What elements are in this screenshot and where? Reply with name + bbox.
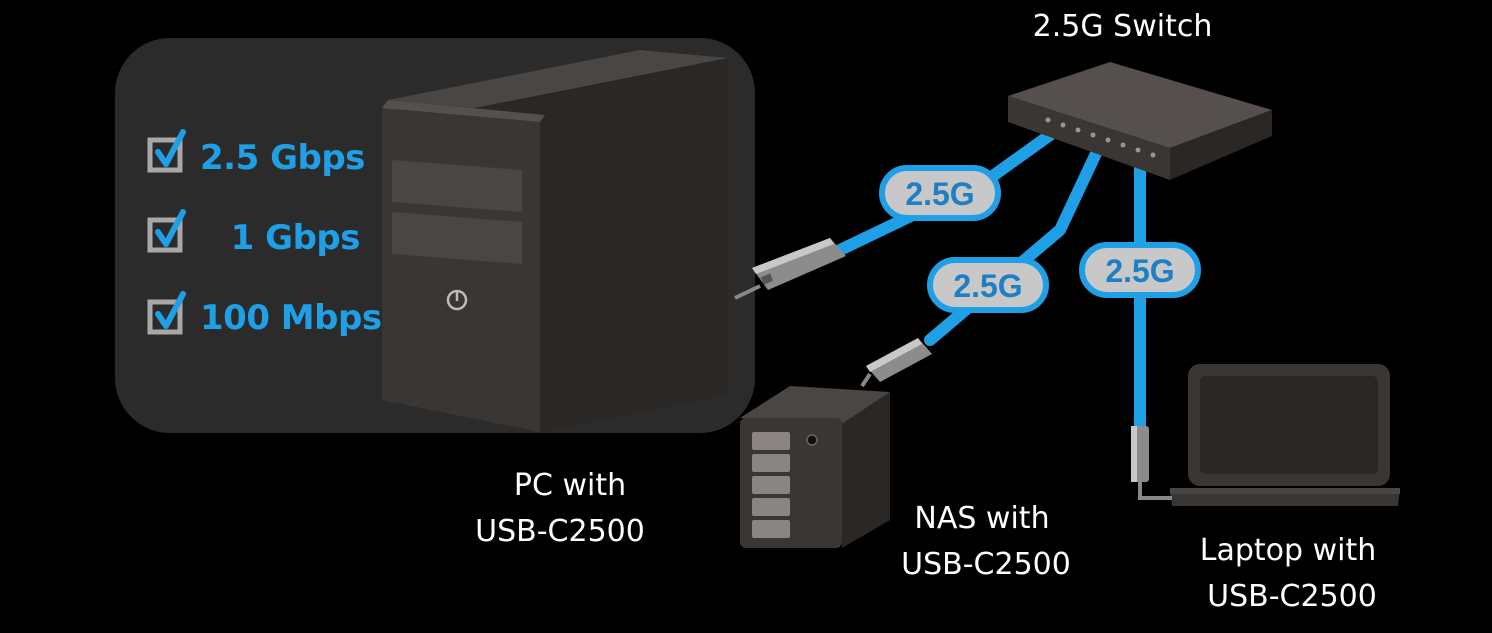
usb-adapter-icon — [1131, 426, 1172, 500]
nas-device — [740, 386, 890, 548]
link-badge-label: 2.5G — [1105, 253, 1174, 289]
link-badge-laptop: 2.5G — [1079, 242, 1201, 298]
link-badge-pc: 2.5G — [879, 165, 1001, 221]
nas-label-line1: NAS with — [914, 501, 1050, 536]
switch-title: 2.5G Switch — [1032, 9, 1213, 44]
speed-label-2-5-gbps: 2.5 Gbps — [200, 138, 365, 178]
nas-label-line2: USB-C2500 — [901, 547, 1071, 582]
laptop-label-line2: USB-C2500 — [1207, 579, 1377, 614]
link-badge-label: 2.5G — [905, 176, 974, 212]
pc-tower — [382, 50, 728, 432]
pc-label-line1: PC with — [513, 468, 627, 503]
pc-label-line2: USB-C2500 — [475, 514, 645, 549]
usb-adapter-icon — [734, 238, 846, 300]
power-icon — [446, 289, 468, 311]
speed-label-1-gbps: 1 Gbps — [230, 218, 361, 258]
laptop-label-line1: Laptop with — [1199, 533, 1377, 568]
laptop-device — [1170, 364, 1400, 506]
usb-adapter-icon — [860, 338, 932, 388]
link-badge-label: 2.5G — [953, 268, 1022, 304]
checkbox-checked-icon — [147, 209, 186, 253]
speed-label-100-mbps: 100 Mbps — [200, 298, 382, 338]
checkbox-checked-icon — [147, 129, 186, 173]
checkbox-checked-icon — [147, 291, 186, 335]
switch-device — [1008, 62, 1272, 180]
link-badge-nas: 2.5G — [927, 257, 1049, 313]
